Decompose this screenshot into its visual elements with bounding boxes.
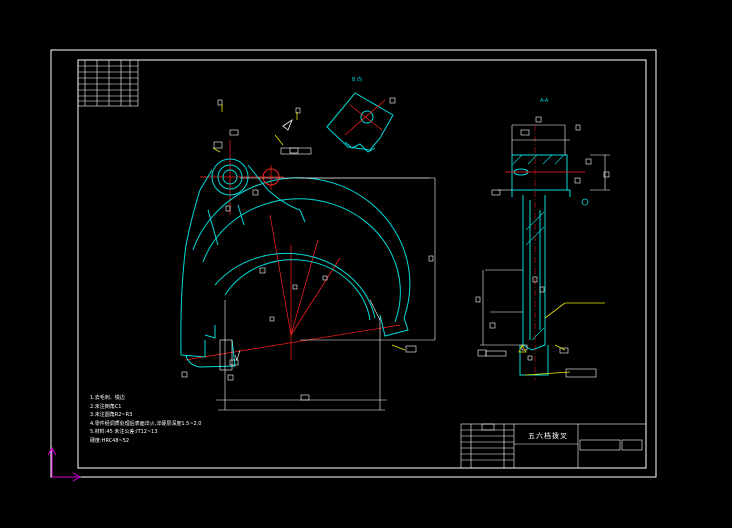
sheet-inner-border	[77, 59, 647, 469]
view-b-label: B 向	[352, 77, 363, 83]
sheet-outer-border	[50, 49, 657, 478]
tech-note: 硬度:HRC48~52	[90, 437, 130, 444]
tech-note: 1.去毛刺、锐边	[90, 395, 125, 401]
tech-note: 4.零件经调质处理后表面淬火,淬硬层深度1.5~2.0	[90, 420, 202, 427]
section-aa-label: A-A	[540, 98, 549, 104]
technical-notes: 1.去毛刺、锐边 2.未注倒角C1 3.未注圆角R2~R3 4.零件经调质处理后…	[90, 394, 260, 445]
view-b-detail	[326, 92, 396, 153]
title-block	[460, 423, 647, 469]
ucs-axis-icon	[47, 446, 82, 482]
tech-note: 3.未注圆角R2~R3	[90, 412, 133, 418]
tech-note: 5.材料:45 未注公差:IT12~13	[90, 429, 158, 435]
tech-note: 2.未注倒角C1	[90, 403, 122, 410]
section-aa-view	[475, 116, 610, 380]
main-view	[180, 99, 436, 411]
part-name-title: 五六档拨叉	[528, 432, 568, 440]
revision-table	[77, 59, 139, 107]
